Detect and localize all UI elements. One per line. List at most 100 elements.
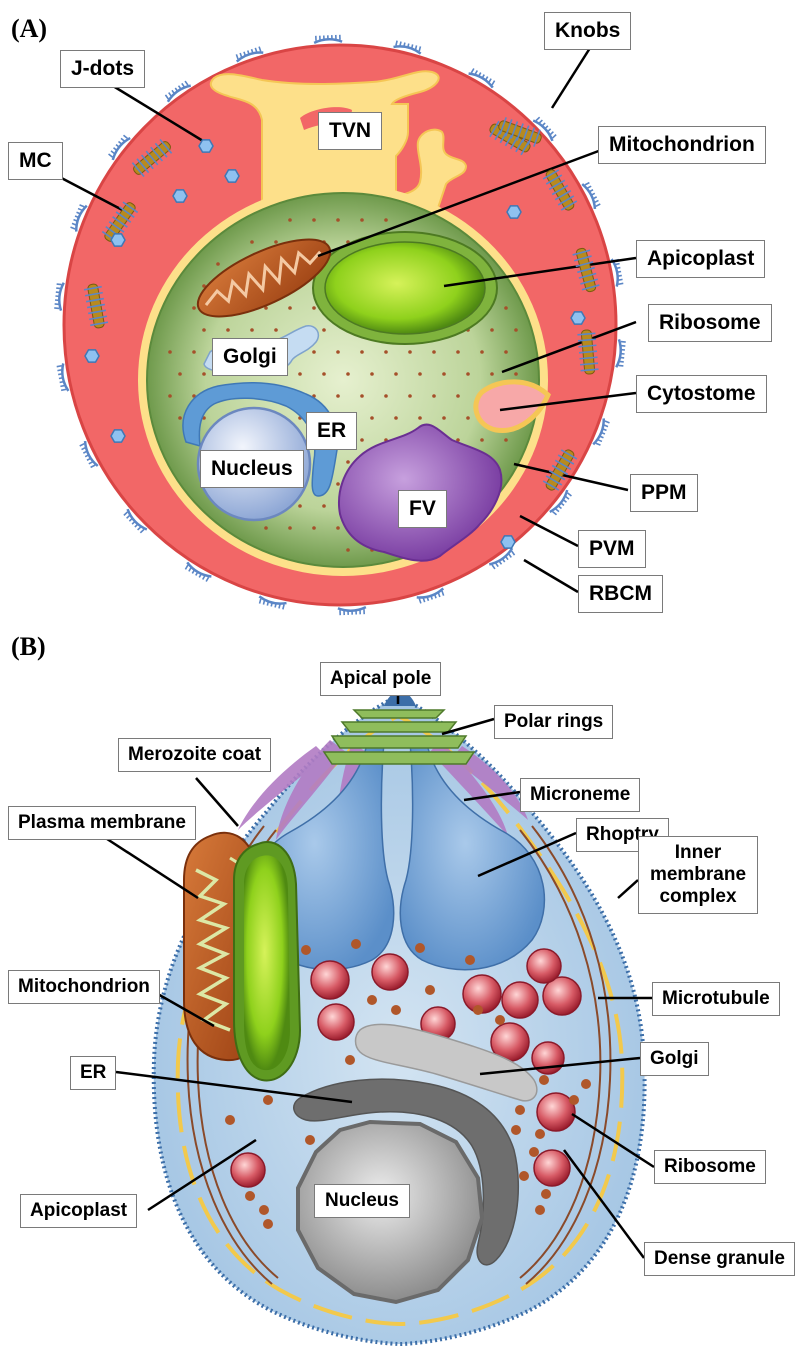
label-apicoplast-b: Apicoplast bbox=[20, 1194, 137, 1228]
ribosome-dot bbox=[250, 240, 254, 244]
ribosome-dot bbox=[288, 526, 292, 530]
ribosome-dot bbox=[168, 394, 172, 398]
ribosome bbox=[539, 1075, 549, 1085]
ribosome-dot bbox=[360, 438, 364, 442]
knob-cluster bbox=[616, 339, 626, 368]
ribosome-dot bbox=[394, 372, 398, 376]
ribosome-dot bbox=[384, 350, 388, 354]
ribosome-dot bbox=[384, 394, 388, 398]
ribosome-dot bbox=[384, 218, 388, 222]
label-polar-rings: Polar rings bbox=[494, 705, 613, 739]
ribosome-dot bbox=[370, 416, 374, 420]
label-plasma-membrane: Plasma membrane bbox=[8, 806, 196, 840]
ribosome bbox=[367, 995, 377, 1005]
ribosome-dot bbox=[288, 218, 292, 222]
ribosome bbox=[473, 1005, 483, 1015]
ribosome-dot bbox=[432, 394, 436, 398]
j-dot bbox=[501, 536, 515, 548]
ribosome-dot bbox=[360, 218, 364, 222]
dense-granule bbox=[231, 1153, 265, 1187]
ribosome-dot bbox=[346, 460, 350, 464]
knob-cluster bbox=[54, 282, 64, 311]
ribosome-dot bbox=[322, 328, 326, 332]
knob-cluster bbox=[338, 607, 366, 615]
ribosome-dot bbox=[312, 350, 316, 354]
ribosome bbox=[535, 1205, 545, 1215]
ribosome bbox=[301, 945, 311, 955]
ribosome-dot bbox=[432, 350, 436, 354]
label-fv: FV bbox=[398, 490, 447, 528]
ribosome bbox=[495, 1015, 505, 1025]
ribosome-dot bbox=[408, 394, 412, 398]
dense-granule bbox=[534, 1150, 570, 1186]
ribosome-dot bbox=[480, 438, 484, 442]
ribosome-dot bbox=[466, 372, 470, 376]
j-dot bbox=[85, 350, 99, 362]
ribosome-dot bbox=[346, 372, 350, 376]
label-golgi-a: Golgi bbox=[212, 338, 288, 376]
ribosome-dot bbox=[514, 328, 518, 332]
label-merozoite-coat: Merozoite coat bbox=[118, 738, 271, 772]
ribosome bbox=[351, 939, 361, 949]
j-dot bbox=[111, 234, 125, 246]
polar-rings bbox=[324, 710, 474, 764]
ribosome-dot bbox=[202, 372, 206, 376]
dense-granule bbox=[318, 1004, 354, 1040]
label-knobs: Knobs bbox=[544, 12, 631, 50]
ribosome-dot bbox=[456, 350, 460, 354]
panel-a-letter: (A) bbox=[11, 14, 47, 44]
ribosome-dot bbox=[346, 548, 350, 552]
ribosome-dot bbox=[312, 218, 316, 222]
ribosome bbox=[535, 1129, 545, 1139]
label-mitochondrion-b: Mitochondrion bbox=[8, 970, 160, 1004]
apicoplast-a-inner bbox=[325, 242, 485, 334]
panel-b-letter: (B) bbox=[11, 632, 46, 662]
ribosome bbox=[541, 1189, 551, 1199]
ribosome-dot bbox=[192, 306, 196, 310]
ribosome-dot bbox=[274, 240, 278, 244]
label-microneme: Microneme bbox=[520, 778, 640, 812]
ribosome bbox=[305, 1135, 315, 1145]
ribosome-dot bbox=[442, 416, 446, 420]
ribosome bbox=[519, 1171, 529, 1181]
ribosome-dot bbox=[480, 350, 484, 354]
ribosome-dot bbox=[192, 350, 196, 354]
imc-line-2: membrane bbox=[648, 864, 748, 886]
label-rbcm: RBCM bbox=[578, 575, 663, 613]
label-tvn: TVN bbox=[318, 112, 382, 150]
ribosome-dot bbox=[466, 416, 470, 420]
ribosome bbox=[515, 1105, 525, 1115]
apicoplast-b bbox=[234, 842, 300, 1081]
ribosome-dot bbox=[336, 394, 340, 398]
label-mc: MC bbox=[8, 142, 63, 180]
ribosome bbox=[225, 1115, 235, 1125]
ribosome-dot bbox=[168, 350, 172, 354]
knob-cluster bbox=[314, 35, 342, 43]
j-dot bbox=[507, 206, 521, 218]
ribosome-dot bbox=[408, 350, 412, 354]
ribosome-dot bbox=[514, 372, 518, 376]
label-dense-granule: Dense granule bbox=[644, 1242, 795, 1276]
ribosome-dot bbox=[504, 350, 508, 354]
ribosome bbox=[245, 1191, 255, 1201]
ribosome-dot bbox=[178, 416, 182, 420]
ribosome-dot bbox=[322, 372, 326, 376]
ribosome-dot bbox=[336, 218, 340, 222]
ribosome-dot bbox=[202, 328, 206, 332]
imc-line-3: complex bbox=[648, 886, 748, 908]
ribosome bbox=[529, 1147, 539, 1157]
label-ribosome-b: Ribosome bbox=[654, 1150, 766, 1184]
label-er-a: ER bbox=[306, 412, 357, 450]
dense-granule bbox=[311, 961, 349, 999]
ribosome-dot bbox=[504, 438, 508, 442]
ribosome-dot bbox=[336, 350, 340, 354]
ribosome-dot bbox=[418, 372, 422, 376]
label-apical-pole: Apical pole bbox=[320, 662, 441, 696]
ribosome-dot bbox=[336, 482, 340, 486]
label-ppm: PPM bbox=[630, 474, 698, 512]
ribosome-dot bbox=[226, 328, 230, 332]
ribosome-dot bbox=[442, 372, 446, 376]
ribosome-dot bbox=[288, 306, 292, 310]
label-er-b: ER bbox=[70, 1056, 116, 1090]
ribosome-dot bbox=[490, 328, 494, 332]
